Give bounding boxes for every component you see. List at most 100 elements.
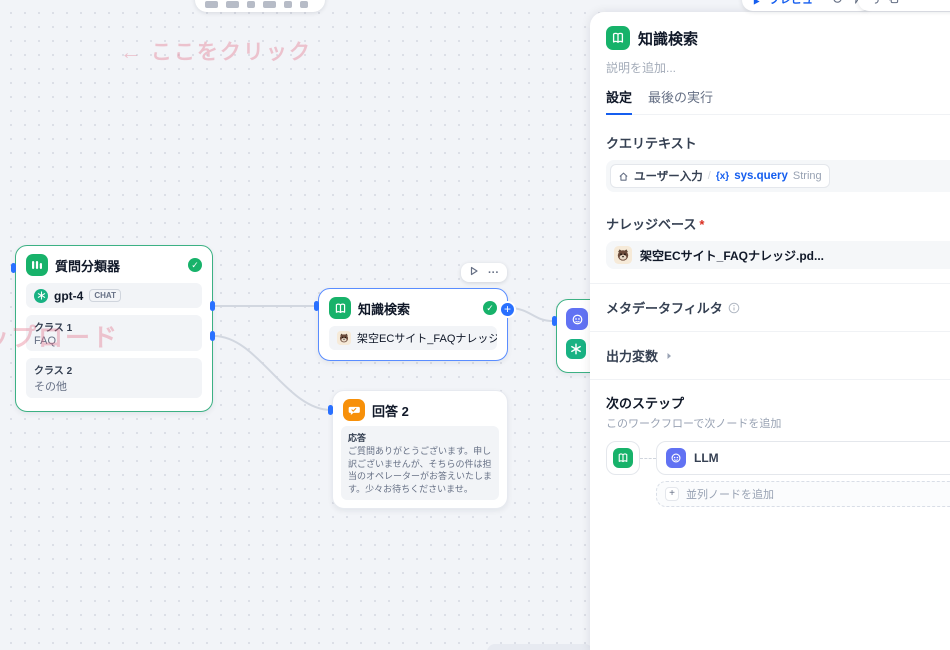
question-classifier-icon — [26, 254, 48, 276]
knowledge-base-label-text: ナレッジベース — [606, 217, 697, 232]
canvas-bottom-toolbar[interactable] — [487, 644, 593, 650]
knowledge-retrieval-icon — [606, 26, 630, 50]
panel-tabs: 設定 最後の実行 — [606, 87, 950, 115]
divider — [590, 331, 950, 332]
add-parallel-node-button[interactable]: + 並列ノードを追加 — [656, 481, 950, 507]
next-step-flow: LLM — [606, 441, 950, 475]
dataset-emoji-icon — [337, 331, 351, 345]
variable-name: sys.query — [734, 170, 788, 182]
model-selector[interactable]: gpt-4 CHAT — [26, 283, 202, 308]
llm-icon — [666, 448, 686, 468]
undo-icon[interactable] — [868, 0, 880, 7]
add-parallel-label: 並列ノードを追加 — [686, 489, 774, 501]
path-separator: / — [707, 170, 711, 182]
current-node-thumb — [606, 441, 640, 475]
dataset-item[interactable]: 架空ECサイト_FAQナレッジ.pd... — [329, 326, 497, 350]
metadata-filter-section[interactable]: メタデータフィルタ — [606, 284, 950, 317]
variable-type: String — [792, 170, 822, 182]
tab-settings[interactable]: 設定 — [606, 87, 633, 115]
success-check-icon: ✓ — [188, 258, 202, 272]
next-step-subtitle: このワークフローで次ノードを追加 — [606, 418, 782, 430]
next-step-title: 次のステップ — [606, 396, 685, 411]
class2-output-handle[interactable] — [210, 331, 215, 341]
home-icon — [618, 171, 629, 182]
node-answer-2[interactable]: 回答 2 応答 ご質問ありがとうございます。申し訳ございませんが、そちらの件は担… — [332, 390, 508, 510]
llm-icon — [566, 308, 588, 330]
node-hover-toolbar: ··· — [461, 263, 507, 282]
toolbar-icon[interactable] — [300, 1, 308, 8]
toolbar-icon[interactable] — [205, 1, 218, 8]
success-check-icon: ✓ — [483, 301, 497, 315]
knowledge-retrieval-icon — [329, 297, 351, 319]
node-title: 知識検索 — [358, 301, 411, 317]
answer-field-label: 応答 — [348, 433, 367, 443]
divider — [590, 283, 950, 284]
run-node-icon[interactable] — [469, 266, 479, 279]
copy-icon[interactable] — [888, 0, 899, 7]
description-input[interactable]: 説明を追加... — [606, 61, 677, 75]
node-knowledge-retrieval[interactable]: ··· 知識検索 ✓ 架空ECサイト_FAQナレッジ.pd... + — [318, 263, 516, 361]
variable-icon: {x} — [715, 170, 730, 182]
knowledge-input-handle[interactable] — [314, 301, 319, 311]
plus-icon: + — [665, 487, 679, 501]
toolbar-icon[interactable] — [226, 1, 239, 8]
preview-pill[interactable]: プレビュー — [742, 0, 872, 11]
query-text-label: クエリテキスト — [606, 136, 697, 151]
output-variables-label: 出力変数 — [606, 349, 659, 364]
class-value: FAQ — [34, 335, 57, 347]
output-variables-section[interactable]: 出力変数 — [606, 332, 950, 365]
llm-input-handle[interactable] — [552, 316, 557, 326]
panel-title: 知識検索 — [638, 30, 699, 48]
node-title: 質問分類器 — [55, 258, 121, 274]
openai-icon — [34, 288, 48, 303]
knowledge-base-item[interactable]: 架空ECサイト_FAQナレッジ.pd... — [606, 241, 950, 269]
play-icon — [752, 0, 761, 7]
class1-output-handle[interactable] — [210, 301, 215, 311]
shortcut-icon[interactable] — [851, 0, 862, 7]
answer-icon — [343, 399, 365, 421]
answer-input-handle[interactable] — [328, 405, 333, 415]
classifier-input-handle[interactable] — [11, 263, 16, 273]
refresh-icon[interactable] — [832, 0, 843, 7]
next-node-label: LLM — [694, 451, 719, 465]
toolbar-icon[interactable] — [263, 1, 276, 8]
class-value: その他 — [34, 381, 67, 393]
class-label: クラス 2 — [34, 366, 73, 377]
canvas-actions-pill[interactable] — [858, 0, 950, 11]
knowledge-retrieval-icon — [613, 448, 633, 468]
answer-text: ご質問ありがとうございます。申し訳ございませんが、そちらの件は担当のオペレーター… — [348, 446, 493, 494]
edge-class2-to-answer — [213, 335, 332, 411]
node-question-classifier[interactable]: 質問分類器 ✓ gpt-4 CHAT クラス 1 FAQ クラス 2 その他 — [15, 245, 213, 412]
answer-response-box: 応答 ご質問ありがとうございます。申し訳ございませんが、そちらの件は担当のオペレ… — [341, 426, 499, 501]
class-item-2[interactable]: クラス 2 その他 — [26, 358, 202, 398]
dashed-connector — [640, 457, 656, 459]
preview-button[interactable]: プレビュー — [769, 0, 824, 6]
node-title: 回答 2 — [372, 403, 409, 419]
next-node-llm[interactable]: LLM — [656, 441, 950, 475]
model-mode-badge: CHAT — [89, 289, 121, 302]
node-settings-panel: 知識検索 説明を追加... 設定 最後の実行 クエリテキスト ユーザー入力 / … — [590, 12, 950, 650]
model-name: gpt-4 — [54, 288, 84, 303]
dataset-name: 架空ECサイト_FAQナレッジ.pd... — [357, 333, 497, 345]
openai-icon — [566, 339, 586, 359]
dataset-emoji-icon — [614, 246, 632, 264]
more-icon[interactable] — [907, 0, 918, 7]
canvas-control-pill[interactable] — [195, 0, 325, 12]
toolbar-icon[interactable] — [247, 1, 255, 8]
dataset-name: 架空ECサイト_FAQナレッジ.pd... — [640, 248, 825, 263]
variable-source: ユーザー入力 — [634, 171, 703, 183]
class-label: クラス 1 — [34, 323, 73, 334]
metadata-filter-label: メタデータフィルタ — [606, 301, 723, 316]
divider — [590, 379, 950, 380]
required-mark: * — [699, 217, 705, 232]
knowledge-base-label: ナレッジベース* — [606, 214, 950, 233]
tab-last-run[interactable]: 最後の実行 — [648, 90, 714, 105]
class-item-1[interactable]: クラス 1 FAQ — [26, 315, 202, 351]
toolbar-icon[interactable] — [284, 1, 292, 8]
chevron-right-icon — [665, 352, 673, 360]
info-icon — [728, 302, 740, 314]
query-variable-pill[interactable]: ユーザー入力 / {x} sys.query String — [610, 164, 830, 188]
add-next-node-icon[interactable]: + — [499, 301, 516, 318]
query-variable-row[interactable]: ユーザー入力 / {x} sys.query String — [606, 160, 950, 192]
more-options-icon[interactable]: ··· — [488, 266, 499, 279]
